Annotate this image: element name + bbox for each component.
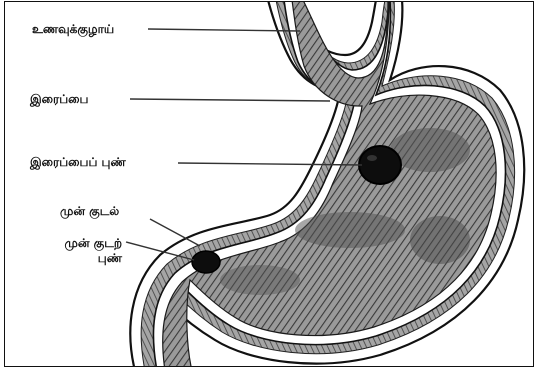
lining-shadow — [295, 212, 405, 248]
lining-shadow — [390, 128, 470, 172]
label-duodenal-ulcer-line2: புண் — [38, 251, 122, 266]
label-duodenal-ulcer-line1: முன் குடற் — [38, 236, 122, 251]
lining-shadow — [410, 216, 470, 264]
label-esophagus: உணவுக்குழாய் — [32, 22, 114, 36]
label-stomach-ulcer: இரைப்பைப் புண் — [30, 155, 126, 169]
stomach-ulcer-highlight — [367, 155, 377, 161]
label-duodenal-ulcer: முன் குடற் புண் — [38, 236, 122, 266]
label-stomach: இரைப்பை — [30, 92, 88, 106]
duodenal-ulcer-mark — [192, 251, 220, 273]
lining-shadow — [220, 265, 300, 295]
stomach-leader-line — [130, 99, 330, 101]
label-duodenum: முன் குடல் — [60, 204, 119, 218]
stomach-ulcer-mark — [359, 146, 401, 184]
duodenum-leader-line — [150, 219, 200, 246]
